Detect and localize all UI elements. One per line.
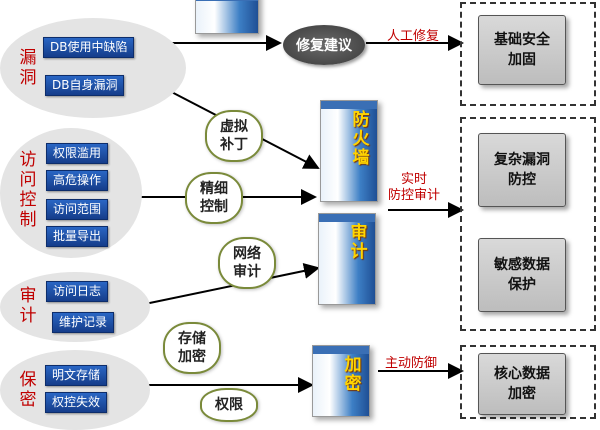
product-box-firewall: 防火墙	[320, 100, 378, 202]
product-encrypt-label: 加密	[344, 355, 362, 394]
cloud-virtual-patch-text: 虚拟补丁	[220, 119, 248, 153]
result-core-data: 核心数据 加密	[478, 353, 566, 415]
cloud-partial-bottom-text: 权限	[215, 397, 243, 413]
cloud-partial-bottom: 权限	[200, 388, 258, 422]
cloud-fine-control-text: 精细控制	[200, 181, 228, 215]
tag-access-log: 访问日志	[46, 281, 109, 302]
tag-bulk-export: 批量导出	[46, 226, 109, 247]
category-vulnerability: 漏洞	[19, 48, 37, 88]
result-complex-vuln: 复杂漏洞 防控	[478, 133, 566, 207]
cloud-fine-control: 精细控制	[185, 172, 243, 224]
label-active-defense: 主动防御	[385, 356, 438, 371]
tag-db-missing-patch: DB使用中缺陷	[43, 37, 135, 58]
cloud-network-audit-text: 网络审计	[233, 246, 261, 280]
arrow-audit-to-audit	[139, 263, 320, 306]
result-complex-vuln-text: 复杂漏洞 防控	[494, 152, 550, 188]
result-baseline-text: 基础安全 加固	[494, 32, 550, 68]
label-realtime-audit: 实时 防控审计	[388, 172, 441, 203]
tag-high-risk-ops: 高危操作	[46, 170, 109, 191]
result-sensitive-data: 敏感数据 保护	[478, 238, 566, 312]
category-protection: 保密	[19, 370, 37, 410]
tag-maint-record: 维护记录	[52, 312, 115, 333]
product-box-audit: 审计	[318, 213, 376, 305]
tag-access-scope: 访问范围	[46, 199, 109, 220]
result-baseline-security: 基础安全 加固	[478, 15, 566, 85]
label-manual-repair: 人工修复	[387, 29, 440, 44]
tag-plaintext-storage: 明文存储	[45, 365, 108, 386]
product-box-encrypt: 加密	[312, 345, 370, 417]
ellipse-vulnerability	[0, 18, 186, 118]
cloud-storage-encrypt: 存储加密	[163, 322, 221, 374]
product-firewall-label: 防火墙	[352, 110, 370, 168]
category-access-control: 访问控制	[19, 150, 37, 230]
result-panel-middle	[460, 117, 596, 331]
tag-priv-abuse: 权限滥用	[46, 143, 109, 164]
cloud-storage-encrypt-text: 存储加密	[178, 331, 206, 365]
product-box-top	[195, 0, 259, 34]
repair-suggestion-node: 修复建议	[283, 25, 365, 65]
tag-db-self-vuln: DB自身漏洞	[45, 75, 125, 96]
result-sensitive-data-text: 敏感数据 保护	[494, 257, 550, 293]
product-audit-label: 审计	[350, 223, 368, 262]
cloud-virtual-patch: 虚拟补丁	[205, 110, 263, 162]
result-core-data-text: 核心数据 加密	[494, 366, 550, 402]
cloud-network-audit: 网络审计	[218, 237, 276, 289]
result-panel-top	[460, 2, 596, 106]
category-audit: 审计	[19, 286, 37, 326]
tag-priv-loss: 权控失效	[45, 392, 108, 413]
